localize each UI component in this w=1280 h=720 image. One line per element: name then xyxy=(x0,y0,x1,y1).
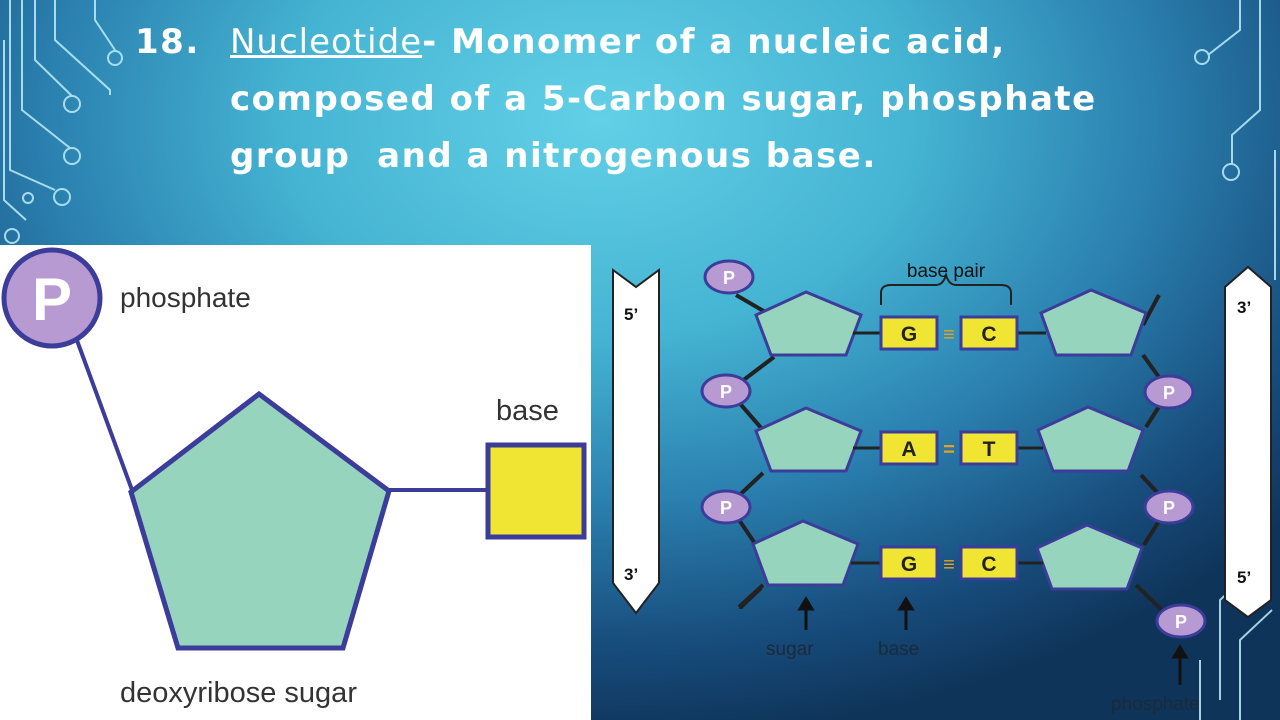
title-line-1: Nucleotide- Monomer of a nucleic acid, xyxy=(230,14,1130,71)
base-pair-label: base pair xyxy=(907,261,986,282)
base-pair-bracket xyxy=(880,271,1012,305)
sugar-pentagon xyxy=(128,390,392,651)
svg-text:P: P xyxy=(1163,498,1175,518)
sugar-base-bonds xyxy=(851,331,1046,565)
hydrogen-bond: ≡ xyxy=(943,554,955,576)
right-strand-arrow xyxy=(1224,265,1272,619)
svg-text:P: P xyxy=(720,498,732,518)
base-box-left xyxy=(879,315,939,351)
left-strand-arrow xyxy=(612,268,660,615)
title-line-3: group and a nitrogenous base. xyxy=(230,136,877,176)
item-number: 18. xyxy=(135,22,200,62)
hydrogen-bond: = xyxy=(943,439,955,461)
phosphate-pointer-label: phosphate xyxy=(1111,694,1200,715)
left-sugars xyxy=(751,290,863,587)
base-box-left xyxy=(879,545,939,581)
phosphate-circle: P xyxy=(1143,374,1195,410)
base-letter: C xyxy=(981,323,996,346)
phosphate-label: phosphate xyxy=(120,282,251,313)
base-pointer-label: base xyxy=(878,639,919,660)
base-box-left xyxy=(879,430,939,466)
dna-strand-diagram: 5’ 3’ 3’ 5’ xyxy=(591,245,1280,720)
base-label: base xyxy=(496,395,559,427)
hydrogen-bond: ≡ xyxy=(943,324,955,346)
base-box-right xyxy=(959,315,1019,351)
base-letter: A xyxy=(901,438,916,461)
sugar-pointer-label: sugar xyxy=(766,639,814,660)
base-pair-3: G C ≡ xyxy=(879,545,1019,581)
svg-text:P: P xyxy=(720,382,732,402)
title-line-2: composed of a 5-Carbon sugar, phosphate xyxy=(230,79,1097,119)
base-square xyxy=(485,442,587,540)
phosphate-symbol: P xyxy=(32,266,72,333)
base-pair-2: A T = xyxy=(879,430,1019,466)
phosphate-sugar-bond xyxy=(73,334,134,491)
nucleotide-diagram: P phosphate base deoxyribose sugar xyxy=(0,245,591,720)
base-pair-1: G C ≡ xyxy=(879,315,1019,351)
base-letter: G xyxy=(901,553,917,576)
phosphate-circles: P P P P P xyxy=(700,259,1207,639)
phosphate-circle: P xyxy=(700,489,752,525)
definition-part-1: - Monomer of a nucleic acid, xyxy=(422,22,1006,62)
svg-text:P: P xyxy=(1163,383,1175,403)
phosphate-circle: P xyxy=(1143,489,1195,525)
pointer-arrows xyxy=(797,596,1189,685)
base-box-right xyxy=(959,545,1019,581)
phosphate-circle: P xyxy=(700,373,752,409)
base-box-right xyxy=(959,430,1019,466)
svg-text:P: P xyxy=(723,268,735,288)
phosphate-circle: P xyxy=(1155,603,1207,639)
base-letter: G xyxy=(901,323,917,346)
base-letter: T xyxy=(983,438,996,461)
right-strand-5prime: 5’ xyxy=(1237,568,1251,587)
left-strand-5prime: 5’ xyxy=(624,305,638,324)
sugar-label: deoxyribose sugar xyxy=(120,677,357,709)
phosphate-circle: P xyxy=(703,259,755,295)
right-sugars xyxy=(1035,288,1148,591)
term-nucleotide: Nucleotide xyxy=(230,22,423,62)
phosphate-circle xyxy=(1,247,103,349)
svg-text:P: P xyxy=(1175,612,1187,632)
right-strand-3prime: 3’ xyxy=(1237,298,1251,317)
base-letter: C xyxy=(981,553,996,576)
left-strand-3prime: 3’ xyxy=(624,565,638,584)
